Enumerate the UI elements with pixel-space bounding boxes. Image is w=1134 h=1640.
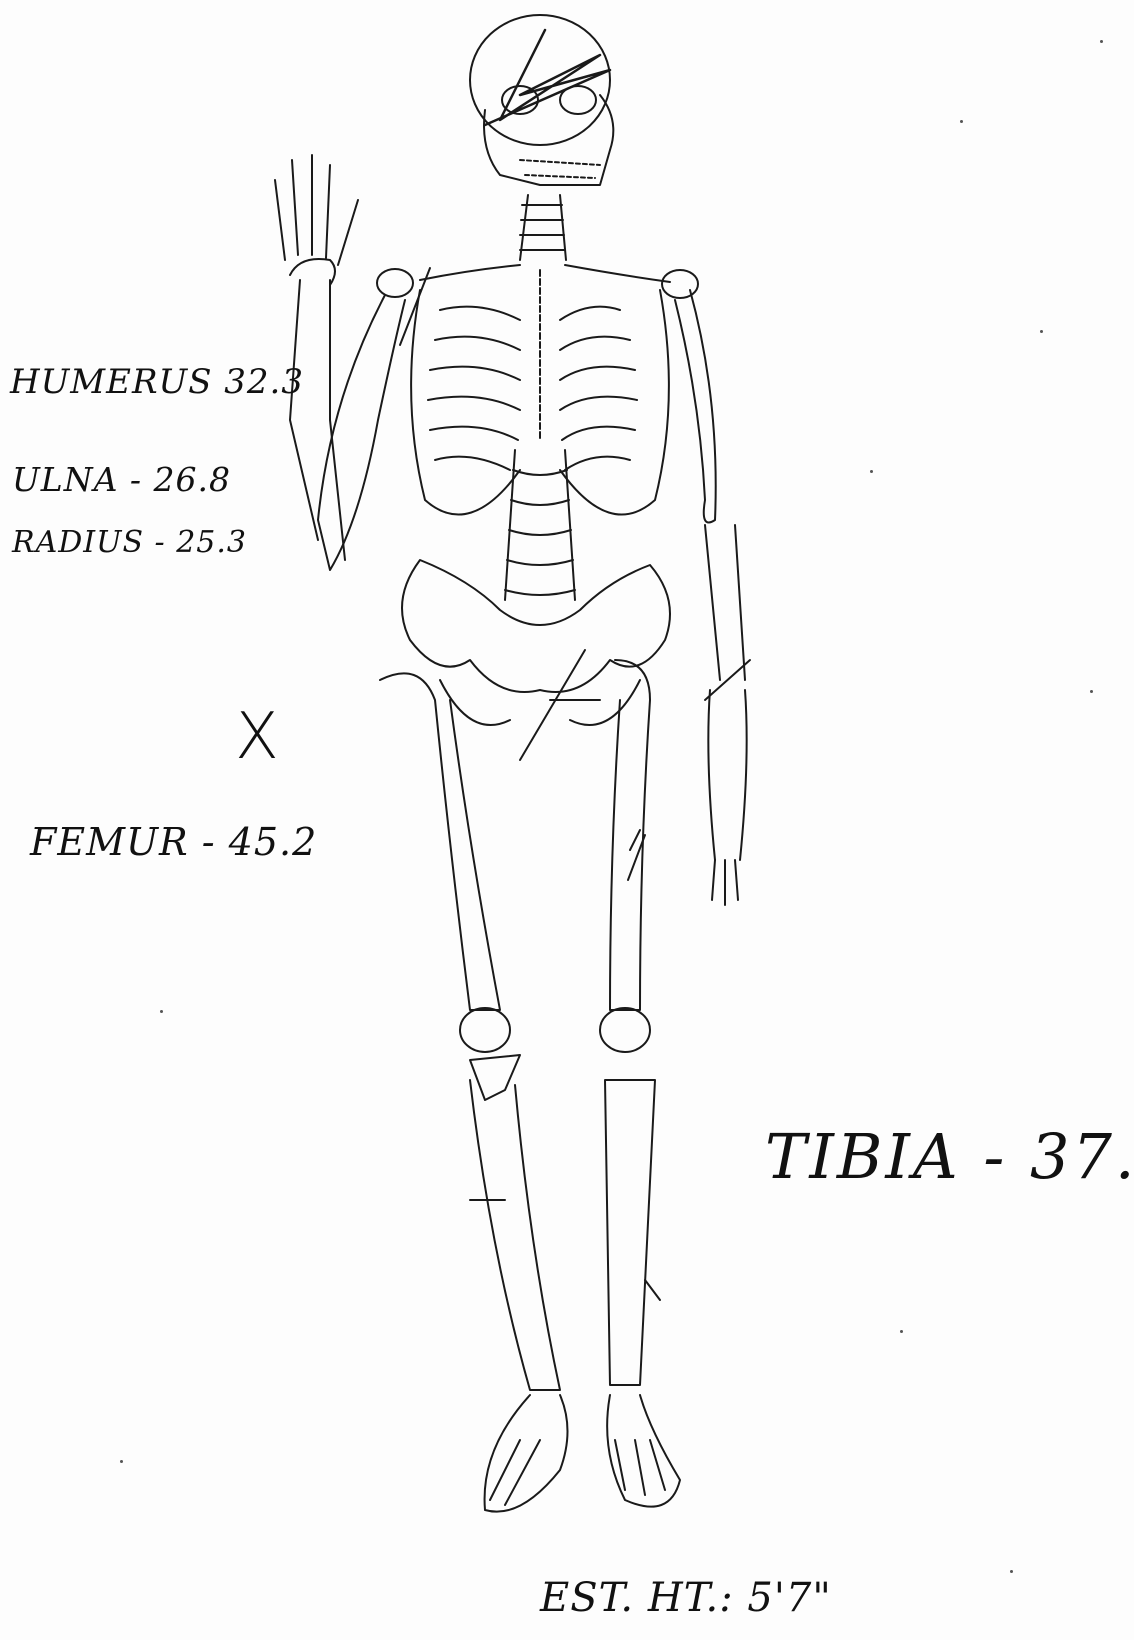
knees xyxy=(460,1008,650,1100)
radius-measurement: RADIUS - 25.3 xyxy=(12,525,247,560)
x-mark: X xyxy=(235,700,280,774)
speckle xyxy=(1040,330,1043,333)
hanging-arm xyxy=(675,290,750,905)
ulna-measurement: ULNA - 26.8 xyxy=(12,460,231,499)
humerus-measurement: HUMERUS 32.3 xyxy=(10,362,304,402)
speckle xyxy=(900,1330,903,1333)
speckle xyxy=(960,120,963,123)
speckle xyxy=(120,1460,123,1463)
shoulder-girdle xyxy=(377,265,698,345)
speckle xyxy=(1090,690,1093,693)
pelvis xyxy=(402,560,670,760)
femurs xyxy=(380,660,650,1010)
tibia-measurement: TIBIA - 37.9 xyxy=(765,1120,1134,1193)
feet xyxy=(485,1395,680,1512)
speckle xyxy=(160,1010,163,1013)
lumbar-spine xyxy=(505,450,575,600)
femur-measurement: FEMUR - 45.2 xyxy=(30,820,317,864)
speckle xyxy=(870,470,873,473)
speckle xyxy=(1100,40,1103,43)
speckle xyxy=(1010,1570,1013,1573)
estimated-height: EST. HT.: 5'7" xyxy=(540,1575,832,1621)
rib-cage xyxy=(411,270,669,515)
cervical-spine xyxy=(520,195,566,260)
tibias xyxy=(470,1080,660,1390)
skull xyxy=(470,15,613,185)
